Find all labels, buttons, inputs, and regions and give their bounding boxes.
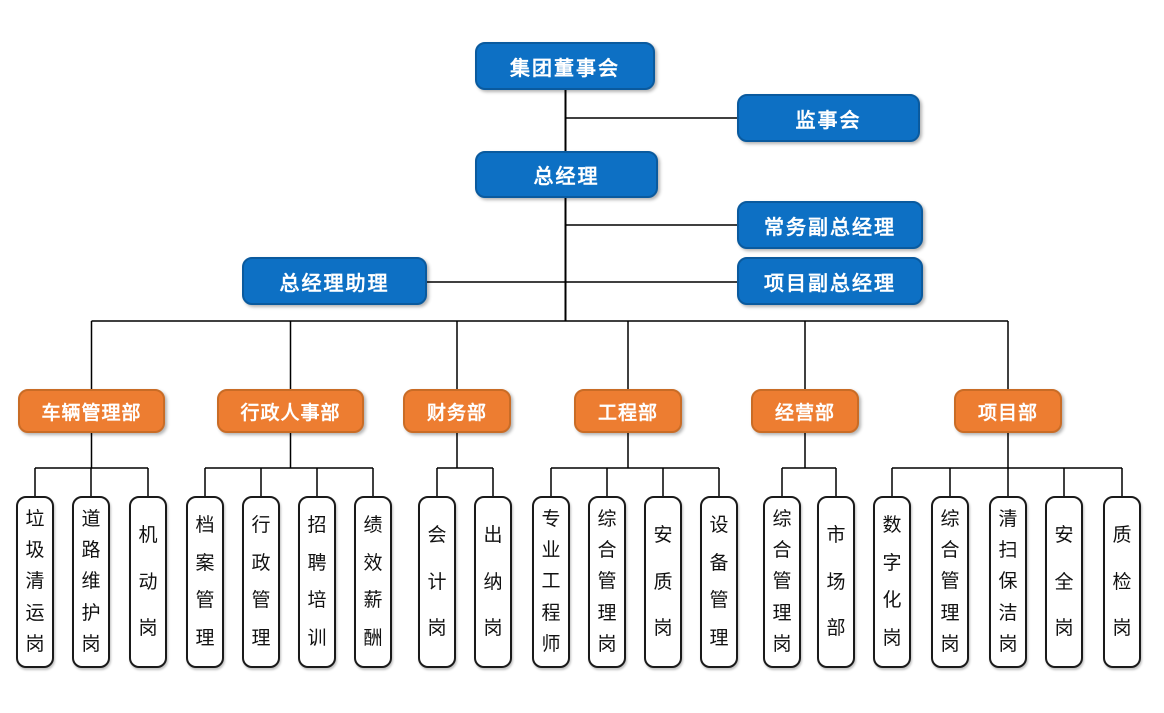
node-supervisory-board: 监事会 (737, 94, 920, 142)
node-executive-deputy-gm: 常务副总经理 (737, 201, 923, 249)
pos-recruit-training: 招聘培训 (298, 496, 336, 668)
pos-mobile-duty: 机动岗 (129, 496, 167, 668)
connector-exec-branches (427, 117, 737, 283)
dept-project: 项目部 (954, 389, 1062, 433)
pos-cleaning: 清扫保洁岗 (989, 496, 1027, 668)
dept-admin-hr: 行政人事部 (217, 389, 364, 433)
pos-performance-payroll: 绩效薪酬 (354, 496, 392, 668)
pos-professional-engineer: 专业工程师 (532, 496, 570, 668)
dept-engineering: 工程部 (574, 389, 682, 433)
connector-subtree-operations (781, 433, 837, 496)
pos-quality-inspection: 质检岗 (1103, 496, 1141, 668)
connector-dept-bar (90, 320, 1009, 389)
pos-admin-management: 行政管理 (242, 496, 280, 668)
dept-vehicle-management: 车辆管理部 (18, 389, 165, 433)
connector-subtree-finance (436, 433, 494, 496)
pos-garbage-clearing: 垃圾清运岗 (16, 496, 54, 668)
pos-accountant: 会计岗 (418, 496, 456, 668)
connector-subtree-vehicle (34, 433, 149, 496)
pos-general-management-proj: 综合管理岗 (931, 496, 969, 668)
connector-subtree-admin-hr (204, 433, 374, 496)
pos-archives-management: 档案管理 (186, 496, 224, 668)
pos-digitalization: 数字化岗 (873, 496, 911, 668)
dept-operations: 经营部 (751, 389, 859, 433)
pos-general-management-eng: 综合管理岗 (588, 496, 626, 668)
pos-safety: 安全岗 (1045, 496, 1083, 668)
node-gm-assistant: 总经理助理 (242, 257, 427, 305)
pos-market-division: 市场部 (817, 496, 855, 668)
pos-road-maintenance: 道路维护岗 (72, 496, 110, 668)
node-group-board: 集团董事会 (475, 42, 655, 90)
connector-subtree-engineering (550, 433, 720, 496)
pos-cashier: 出纳岗 (474, 496, 512, 668)
pos-equipment-management: 设备管理 (700, 496, 738, 668)
dept-finance: 财务部 (403, 389, 511, 433)
node-general-manager: 总经理 (475, 151, 658, 198)
node-project-deputy-gm: 项目副总经理 (737, 257, 923, 305)
pos-safety-quality: 安质岗 (644, 496, 682, 668)
pos-general-management-ops: 综合管理岗 (763, 496, 801, 668)
connector-subtree-project (891, 433, 1123, 496)
